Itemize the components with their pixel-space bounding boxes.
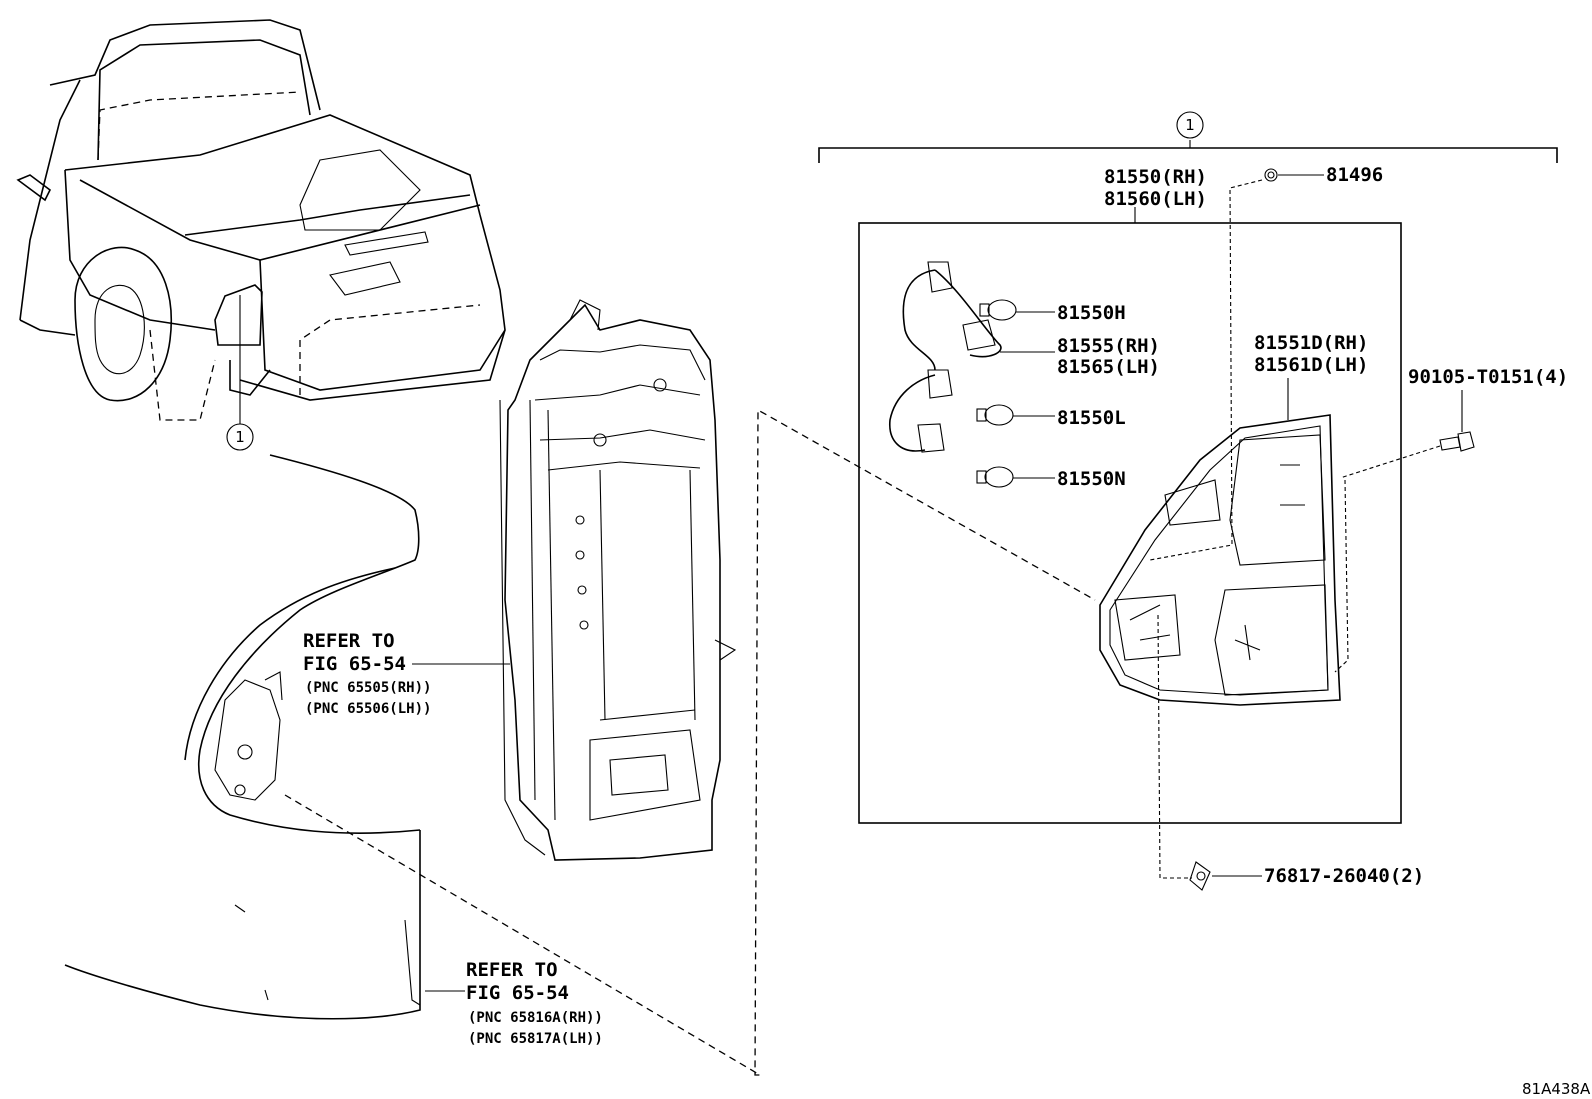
gasket-icon [1264, 168, 1278, 182]
body-panel-illustration [499, 299, 737, 861]
svg-text:(PNC 65816A(RH)): (PNC 65816A(RH)) [468, 1010, 603, 1026]
bulb-81550l [976, 404, 1055, 426]
label-90105: 90105-T0151(4) [1408, 366, 1568, 388]
svg-text:FIG 65-54: FIG 65-54 [466, 982, 569, 1004]
lamp-assembly-box [858, 222, 1402, 824]
label-81565-lh: 81565(LH) [1057, 356, 1160, 378]
svg-text:REFER TO: REFER TO [303, 630, 395, 652]
label-81550-rh: 81550(RH) [1104, 166, 1207, 188]
truck-illustration [16, 19, 506, 421]
label-81560-lh: 81560(LH) [1104, 188, 1207, 210]
svg-text:REFER TO: REFER TO [466, 959, 558, 981]
svg-text:1: 1 [235, 428, 245, 446]
refer-note-2: REFER TO FIG 65-54 (PNC 65816A(RH)) (PNC… [466, 959, 603, 1047]
svg-text:(PNC 65817A(LH)): (PNC 65817A(LH)) [468, 1031, 603, 1047]
label-81555-rh: 81555(RH) [1057, 335, 1160, 357]
label-81550l: 81550L [1057, 407, 1126, 429]
socket-wire-harness [889, 261, 1002, 453]
bulb-81550n [976, 466, 1055, 488]
svg-text:(PNC 65505(RH)): (PNC 65505(RH)) [305, 680, 431, 696]
label-81550n: 81550N [1057, 468, 1126, 490]
callout-1-truck: 1 [226, 295, 254, 451]
figure-code: 81A438A [1522, 1080, 1591, 1098]
refer-note-1: REFER TO FIG 65-54 (PNC 65505(RH)) (PNC … [303, 630, 431, 717]
svg-text:FIG 65-54: FIG 65-54 [303, 653, 406, 675]
svg-text:1: 1 [1185, 116, 1195, 134]
tail-lamp-lens [1099, 414, 1341, 706]
label-76817: 76817-26040(2) [1264, 865, 1424, 887]
screw-icon [1439, 431, 1475, 452]
callout-1-group [1176, 111, 1204, 139]
label-81496: 81496 [1326, 164, 1383, 186]
bulb-81550h [979, 299, 1055, 321]
assembly-group: 1 81550(RH) 81560(LH) 81496 81550H [818, 111, 1568, 891]
label-81551d-rh: 81551D(RH) [1254, 332, 1368, 354]
clip-icon [1189, 861, 1211, 891]
group-bracket [818, 147, 1558, 163]
label-81561d-lh: 81561D(LH) [1254, 354, 1368, 376]
fender-illustration [64, 454, 421, 1020]
label-81550h: 81550H [1057, 302, 1126, 324]
dashed-connectors [284, 408, 1096, 1076]
svg-text:(PNC 65506(LH)): (PNC 65506(LH)) [305, 701, 431, 717]
